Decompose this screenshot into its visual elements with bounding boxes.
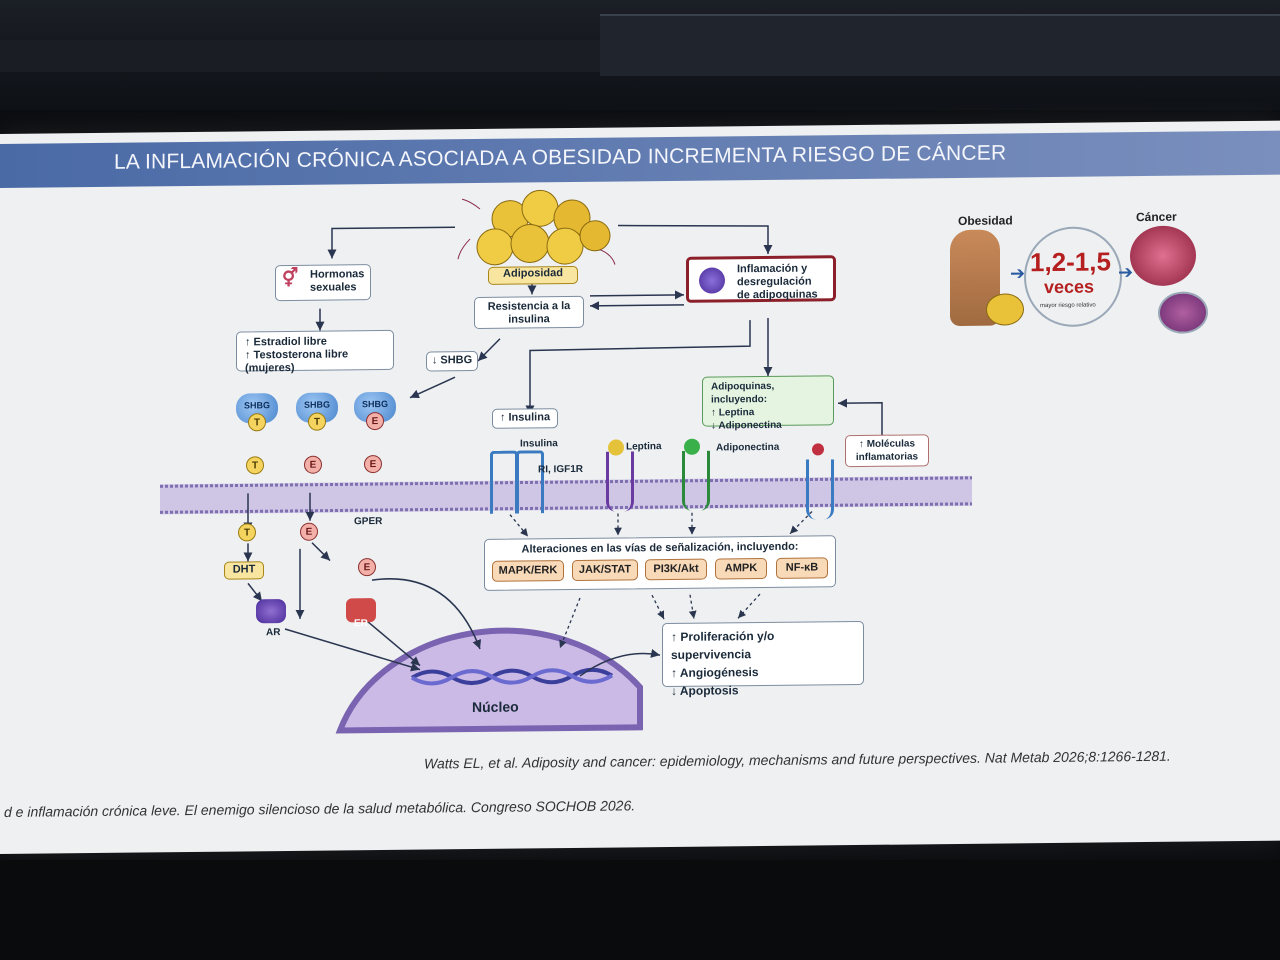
cancer-label: Cáncer bbox=[1136, 209, 1177, 225]
hormonas-box: ⚥ Hormonas sexuales bbox=[275, 264, 371, 302]
inflamacion-cell-icon bbox=[699, 267, 725, 294]
er-label: ER bbox=[354, 618, 368, 630]
adiposidad-box: Adiposidad bbox=[488, 265, 578, 285]
pathway-mapk: MAPK/ERK bbox=[492, 560, 564, 582]
leptin-receptor-icon bbox=[606, 451, 634, 512]
leptin-ligand-icon bbox=[608, 439, 624, 456]
gender-symbol-icon: ⚥ bbox=[282, 267, 299, 289]
risk-range: 1,2-1,5 bbox=[1030, 246, 1111, 278]
adipose-tissue-icon bbox=[457, 189, 616, 266]
adiponectin-ligand-icon bbox=[684, 438, 700, 455]
ar-receptor-icon bbox=[256, 599, 286, 624]
outcome-proliferacion: ↑ Proliferación y/o supervivencia bbox=[671, 628, 775, 662]
pathway-jak: JAK/STAT bbox=[572, 559, 638, 582]
leptina-up-label: ↑ Leptina bbox=[711, 407, 755, 419]
adiponectina-down-label: ↓ Adiponectina bbox=[711, 419, 782, 432]
cytokine-ligand-icon bbox=[812, 443, 824, 456]
leptina-label: Leptina bbox=[626, 441, 662, 453]
t-badge-1: T bbox=[248, 413, 266, 432]
alteraciones-label: Alteraciones en las vías de señalización… bbox=[521, 540, 799, 556]
igf1r-receptor-icon bbox=[516, 450, 544, 514]
t-badge-4: T bbox=[238, 523, 256, 542]
diagram-graphics bbox=[160, 189, 972, 734]
e-badge-1: E bbox=[366, 411, 384, 431]
t-badge-2: T bbox=[308, 412, 326, 431]
pathway-pi3k: PI3K/Akt bbox=[645, 558, 707, 581]
projection-screen: LA INFLAMACIÓN CRÓNICA ASOCIADA A OBESID… bbox=[0, 120, 1280, 854]
ceiling-panel bbox=[600, 14, 1280, 76]
ri-igf1r-label: RI, IGF1R bbox=[538, 463, 584, 476]
gper-label: GPER bbox=[354, 515, 383, 528]
adipoquinas-box: Adipoquinas, incluyendo: ↑ Leptina ↓ Adi… bbox=[702, 375, 834, 432]
cell-membrane bbox=[160, 475, 972, 515]
testosterona-label: ↑ Testosterona libre (mujeres) bbox=[245, 348, 349, 375]
hormone-levels-box: ↑ Estradiol libre ↑ Testosterona libre (… bbox=[236, 329, 394, 375]
t-badge-3: T bbox=[246, 456, 264, 475]
risk-veces: veces bbox=[1044, 276, 1095, 298]
dht-box: DHT bbox=[224, 561, 264, 580]
pathway-ampk: AMPK bbox=[715, 557, 767, 580]
adiponectin-receptor-icon bbox=[682, 450, 710, 511]
arrow-right-icon-1: ➔ bbox=[1010, 263, 1026, 284]
resistencia-box: Resistencia a la insulina bbox=[474, 295, 584, 330]
cytokine-receptor-icon bbox=[806, 459, 834, 520]
e-badge-2: E bbox=[304, 455, 322, 474]
nucleus-graphic bbox=[335, 627, 643, 734]
insulin-receptor-icon bbox=[490, 450, 518, 514]
moleculas-box: ↑ Moléculas inflamatorias bbox=[845, 434, 929, 468]
insulina-label: Insulina bbox=[520, 438, 558, 450]
outcome-apoptosis: ↓ Apoptosis bbox=[671, 683, 739, 698]
obesidad-label: Obesidad bbox=[958, 213, 1013, 228]
ar-label: AR bbox=[266, 627, 281, 639]
adiponectina-label: Adiponectina bbox=[716, 441, 780, 454]
shbg-down-box: ↓ SHBG bbox=[426, 350, 478, 372]
risk-note: mayor riesgo relativo bbox=[1040, 302, 1096, 310]
nucleo-label: Núcleo bbox=[472, 698, 519, 716]
insulina-up-box: ↑ Insulina bbox=[492, 408, 558, 429]
pathway-nfkb: NF-κB bbox=[776, 557, 828, 579]
outcome-angiogenesis: ↑ Angiogénesis bbox=[671, 665, 759, 680]
e-badge-5: E bbox=[358, 558, 376, 577]
inflamacion-label: Inflamación y desregulación de adipoquin… bbox=[737, 262, 818, 302]
inflamacion-box: Inflamación y desregulación de adipoquin… bbox=[686, 255, 836, 303]
e-badge-3: E bbox=[364, 454, 382, 474]
e-badge-4: E bbox=[300, 522, 318, 541]
adipoquinas-label: Adipoquinas, incluyendo: bbox=[711, 380, 775, 406]
floor bbox=[0, 860, 1280, 960]
hormonas-label: Hormonas sexuales bbox=[310, 268, 365, 294]
outcomes-box: ↑ Proliferación y/o supervivencia ↑ Angi… bbox=[662, 620, 864, 698]
